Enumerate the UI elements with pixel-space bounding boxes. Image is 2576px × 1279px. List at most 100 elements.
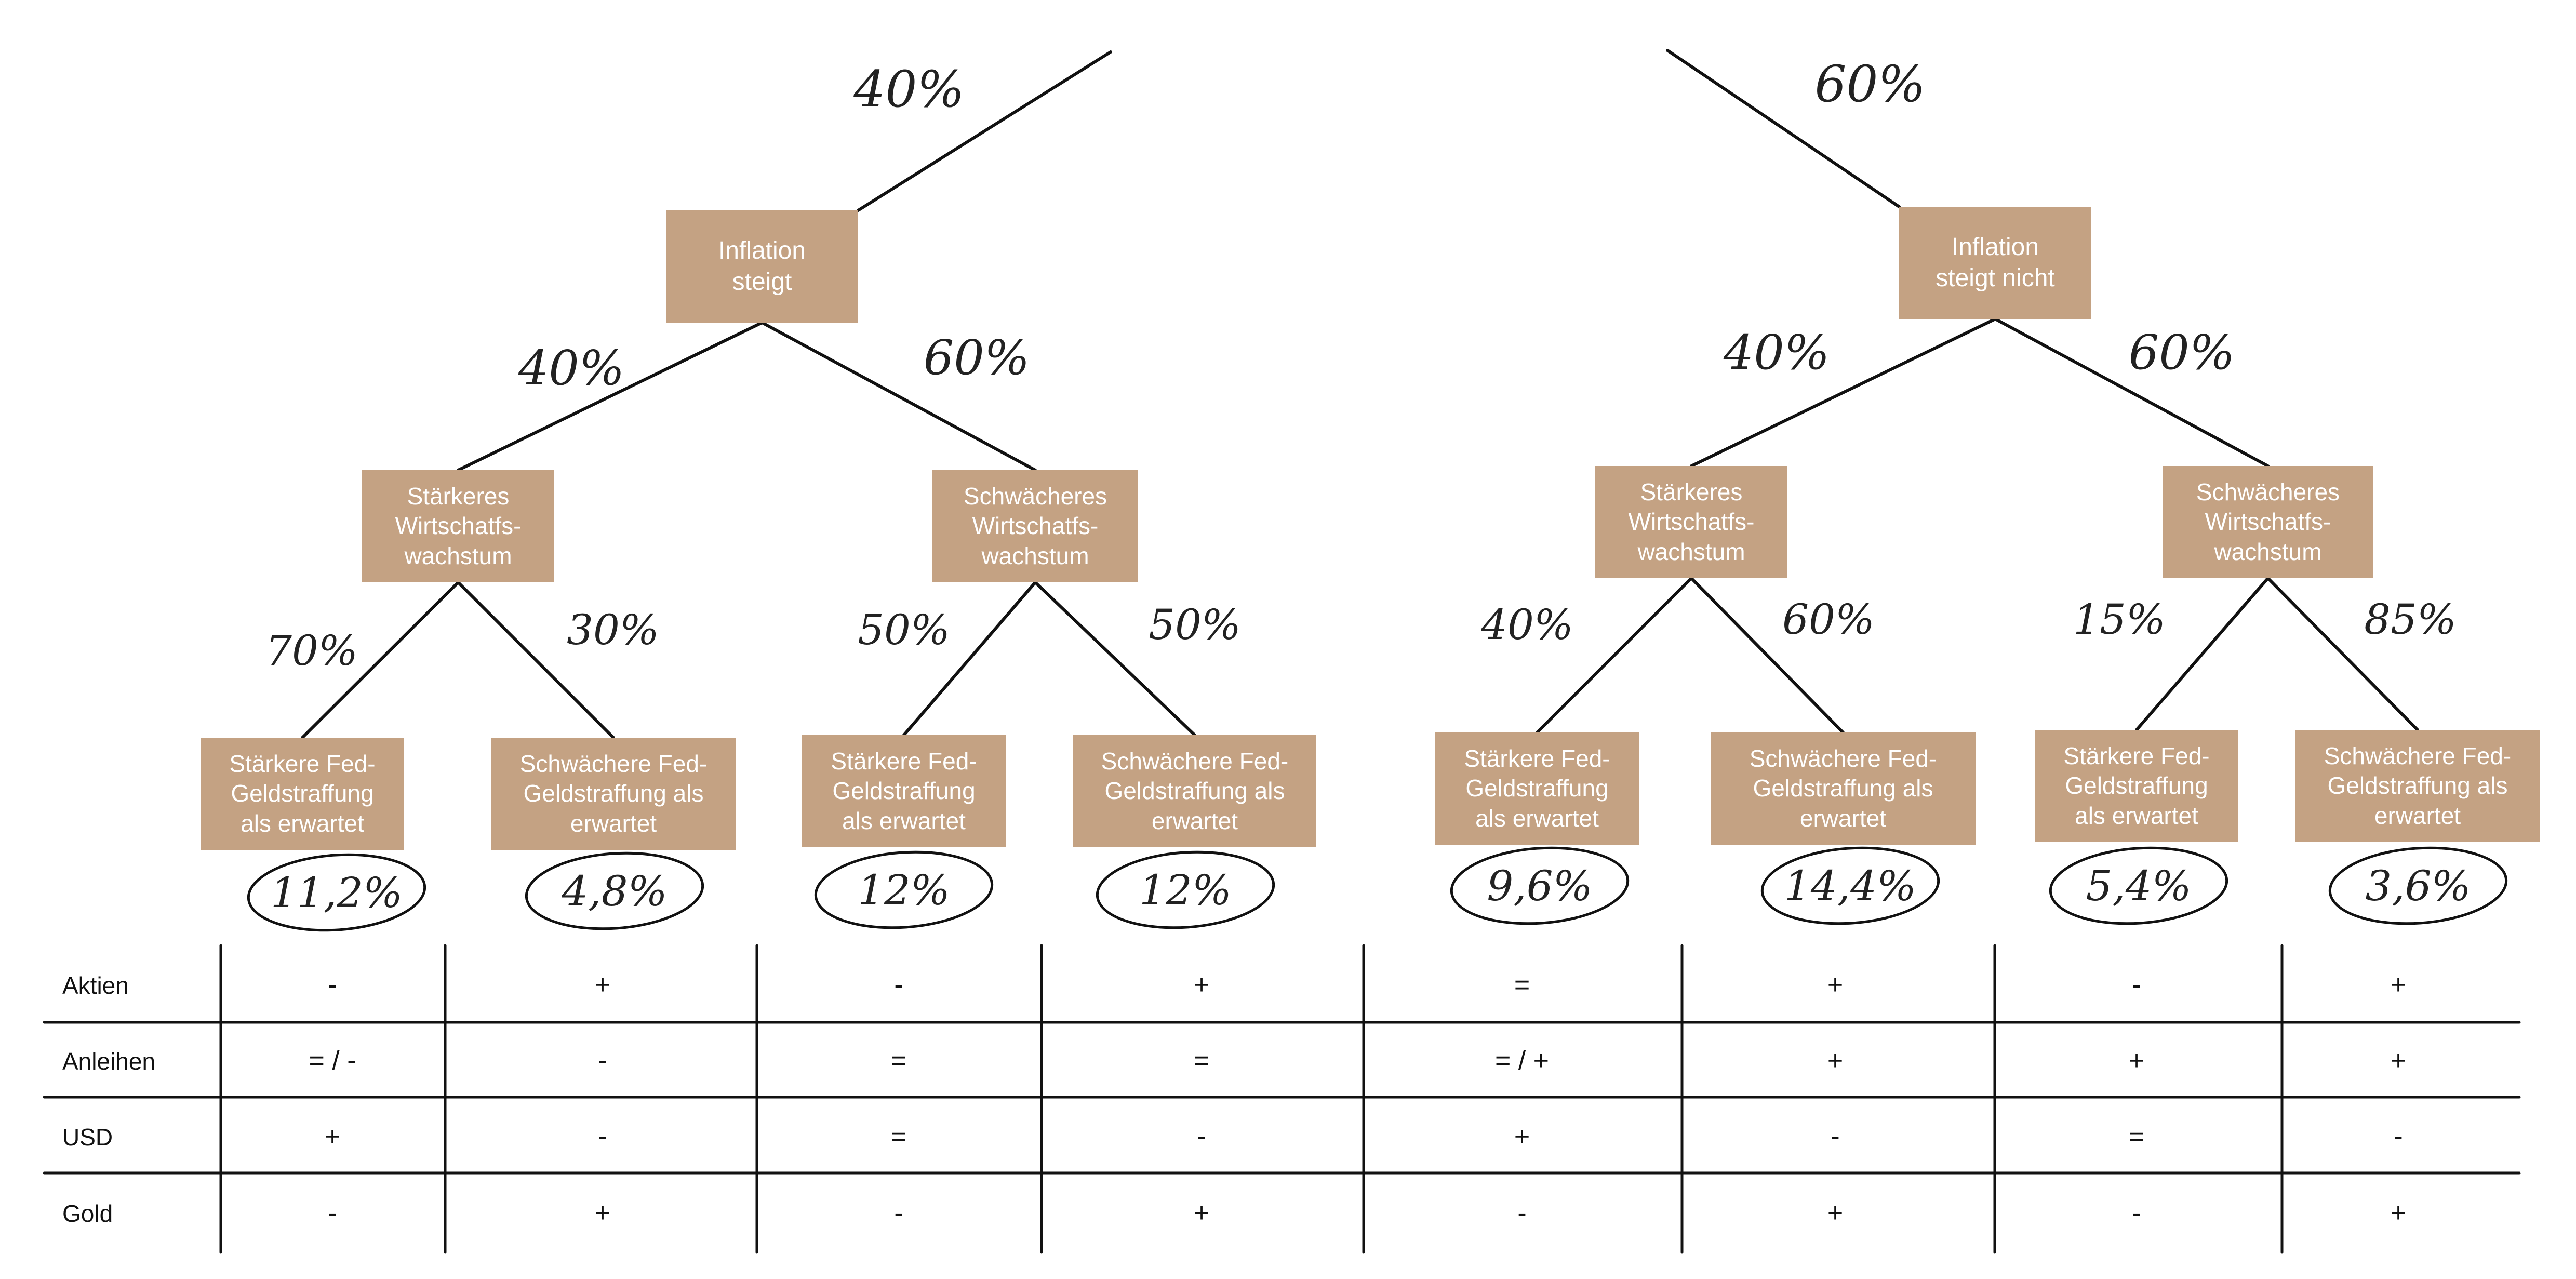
fed-node-4: Schwächere Fed- Geldstraffung als erwart…	[1073, 735, 1316, 847]
growth-node-4: Schwächeres Wirtschatfs- wachstum	[2163, 466, 2373, 578]
table-cell: = / -	[309, 1046, 356, 1076]
table-cell: -	[2132, 970, 2141, 1000]
table-cell: =	[890, 1046, 907, 1076]
fed-node-5: Stärkere Fed- Geldstraffung als erwartet	[1435, 732, 1639, 845]
result-value-8: 3,6%	[2365, 862, 2471, 910]
fed-probability-3: 50%	[858, 606, 950, 654]
table-cell: +	[2390, 970, 2407, 1000]
fed-node-8-label: Schwächere Fed- Geldstraffung als erwart…	[2324, 742, 2512, 829]
growth-node-3: Stärkeres Wirtschatfs- wachstum	[1595, 466, 1787, 578]
table-cell: = / +	[1494, 1046, 1550, 1076]
result-circle-1	[247, 853, 426, 932]
growth-node-4-label: Schwächeres Wirtschatfs- wachstum	[2196, 478, 2340, 565]
growth-branch-3	[1690, 317, 1997, 468]
table-cell: +	[1827, 1198, 1844, 1228]
fed-node-7: Stärkere Fed- Geldstraffung als erwartet	[2035, 730, 2238, 842]
table-cell: +	[1827, 970, 1844, 1000]
table-cell: -	[598, 1046, 607, 1076]
table-cell: -	[1831, 1122, 1840, 1152]
table-cell: =	[1514, 970, 1530, 1000]
result-circle-4	[1096, 850, 1275, 929]
root-node-1-label: Inflation steigt	[718, 237, 806, 296]
table-cell: +	[324, 1122, 341, 1152]
table-cell: -	[2132, 1198, 2141, 1228]
fed-node-3-label: Stärkere Fed- Geldstraffung als erwartet	[831, 747, 977, 834]
result-value-7: 5,4%	[2086, 862, 2191, 910]
table-cell: +	[2390, 1046, 2407, 1076]
root-probability-1: 40%	[853, 60, 964, 118]
result-value-5: 9,6%	[1487, 862, 1592, 910]
result-value-1: 11,2%	[271, 869, 403, 917]
table-cell: =	[1193, 1046, 1210, 1076]
fed-node-4-label: Schwächere Fed- Geldstraffung als erwart…	[1101, 747, 1289, 834]
fed-probability-7: 15%	[2073, 595, 2166, 644]
growth-branch-4	[1994, 317, 2270, 468]
growth-probability-2: 60%	[924, 330, 1030, 385]
fed-node-6-label: Schwächere Fed- Geldstraffung als erwart…	[1749, 744, 1937, 832]
table-cell: -	[2394, 1122, 2403, 1152]
fed-node-1: Stärkere Fed- Geldstraffung als erwartet	[201, 738, 404, 850]
table-row-label: Aktien	[62, 972, 129, 999]
root-node-2: Inflation steigt nicht	[1899, 207, 2091, 319]
table-cell: +	[2128, 1046, 2145, 1076]
root-node-2-label: Inflation steigt nicht	[1936, 233, 2055, 292]
fed-probability-4: 50%	[1149, 601, 1241, 649]
fed-branch-3	[902, 581, 1037, 737]
result-circle-3	[814, 850, 994, 929]
result-value-4: 12%	[1139, 866, 1232, 914]
root-probability-2: 60%	[1814, 55, 1925, 113]
table-cell: -	[328, 970, 337, 1000]
fed-node-1-label: Stärkere Fed- Geldstraffung als erwartet	[229, 750, 376, 837]
result-value-2: 4,8%	[561, 867, 667, 915]
table-cell: +	[1193, 1198, 1210, 1228]
fed-branch-6	[1690, 577, 1845, 734]
table-cell: -	[1517, 1198, 1527, 1228]
table-row-label: Anleihen	[62, 1048, 156, 1075]
table-cell: +	[1193, 970, 1210, 1000]
table-row-label: USD	[62, 1124, 113, 1151]
fed-branch-8	[2266, 577, 2419, 731]
table-cell: -	[894, 970, 903, 1000]
result-circle-8	[2328, 846, 2508, 925]
fed-branch-7	[2135, 577, 2270, 731]
result-circle-5	[1450, 846, 1630, 925]
table-cell: +	[1827, 1046, 1844, 1076]
growth-node-1-label: Stärkeres Wirtschatfs- wachstum	[395, 482, 522, 569]
fed-probability-2: 30%	[567, 606, 659, 654]
growth-probability-1: 40%	[518, 340, 624, 396]
growth-node-2: Schwächeres Wirtschatfs- wachstum	[932, 470, 1138, 582]
fed-node-3: Stärkere Fed- Geldstraffung als erwartet	[802, 735, 1006, 847]
fed-probability-1: 70%	[265, 627, 358, 675]
growth-node-3-label: Stärkeres Wirtschatfs- wachstum	[1628, 478, 1755, 565]
table-cell: =	[890, 1122, 907, 1152]
table-cell: =	[2128, 1122, 2145, 1152]
growth-branch-2	[760, 321, 1037, 472]
fed-probability-8: 85%	[2364, 595, 2457, 644]
growth-node-2-label: Schwächeres Wirtschatfs- wachstum	[963, 482, 1107, 569]
table-cell: -	[894, 1198, 903, 1228]
result-value-3: 12%	[858, 866, 950, 914]
fed-node-7-label: Stärkere Fed- Geldstraffung als erwartet	[2063, 742, 2210, 829]
fed-node-8: Schwächere Fed- Geldstraffung als erwart…	[2295, 730, 2540, 842]
fed-node-6: Schwächere Fed- Geldstraffung als erwart…	[1711, 732, 1976, 845]
result-circle-7	[2049, 846, 2228, 925]
table-cell: -	[598, 1122, 607, 1152]
table-cell: +	[594, 1198, 611, 1228]
fed-branch-4	[1034, 581, 1196, 737]
table-cell: +	[1514, 1122, 1530, 1152]
root-node-1: Inflation steigt	[666, 210, 858, 323]
fed-node-2: Schwächere Fed- Geldstraffung als erwart…	[491, 738, 736, 850]
root-top-branch-1	[857, 50, 1112, 212]
table-cell: -	[1197, 1122, 1206, 1152]
table-row-label: Gold	[62, 1200, 113, 1227]
fed-branch-2	[457, 581, 615, 739]
table-cell: +	[594, 970, 611, 1000]
table-cell: -	[328, 1198, 337, 1228]
result-circle-6	[1760, 846, 1940, 925]
table-cell: +	[2390, 1198, 2407, 1228]
growth-node-1: Stärkeres Wirtschatfs- wachstum	[362, 470, 554, 582]
fed-probability-6: 60%	[1782, 595, 1875, 644]
growth-branch-1	[457, 321, 764, 472]
